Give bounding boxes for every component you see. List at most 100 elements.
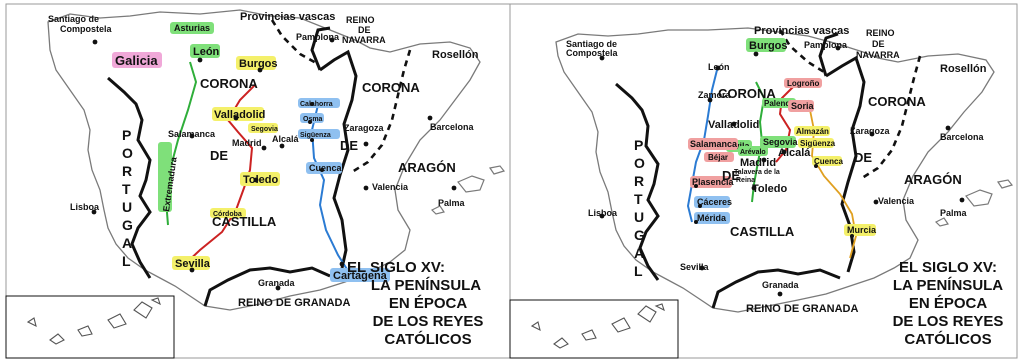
right-label-almazan: Almazán xyxy=(796,127,829,136)
left-label-alcala: Alcalá xyxy=(272,134,300,144)
left-title-line: LA PENÍNSULA xyxy=(371,277,481,294)
left-label-lisboa: Lisboa xyxy=(70,202,100,212)
right-label-leon: León xyxy=(708,62,730,72)
right-dot-sevilla xyxy=(699,265,705,271)
left-label-reino-navarra-3: NAVARRA xyxy=(342,35,386,45)
right-portugal-letter: A xyxy=(634,245,644,261)
left-label-santiago-1: Santiago de xyxy=(48,14,99,24)
left-city-dots xyxy=(91,37,457,291)
right-label-plasencia: Plasencia xyxy=(692,177,735,187)
right-highlight-salamanca xyxy=(688,138,738,150)
right-label-zaragoza: Zaragoza xyxy=(850,126,891,136)
left-dot-santiago xyxy=(92,39,98,45)
left-label-zaragoza: Zaragoza xyxy=(344,123,385,133)
left-portugal-letter: O xyxy=(122,145,133,161)
left-highlight-leon xyxy=(190,44,220,58)
left-portugal-letter: G xyxy=(122,217,133,233)
left-label-toledo: Toledo xyxy=(243,174,279,186)
left-highlight-sevilla xyxy=(172,256,210,270)
right-label-valencia: Valencia xyxy=(878,196,915,206)
right-dot-caceres xyxy=(698,204,702,208)
right-label-soria: Soria xyxy=(791,101,815,111)
left-portugal-letter: R xyxy=(122,163,132,179)
right-map: Burgos Logroño Palencia Soria Almazán Si… xyxy=(509,3,1018,359)
right-label-talavera-2: Reina xyxy=(736,177,755,184)
right-label-corona-castilla: CORONA xyxy=(718,86,776,101)
right-portugal-letter: T xyxy=(634,191,643,207)
left-portugal-vertical: P O R T U G A L xyxy=(122,127,133,269)
right-portugal-letter: G xyxy=(634,227,645,243)
right-title-line: LA PENÍNSULA xyxy=(893,277,1003,294)
right-label-siguenza: Sigüenza xyxy=(800,139,836,148)
left-canary-inset xyxy=(5,295,175,359)
left-dot-siguenza xyxy=(310,138,314,142)
left-portugal-letter: A xyxy=(122,235,132,251)
right-city-dots xyxy=(599,45,965,297)
right-highlight-soria xyxy=(788,100,814,112)
left-dot-barcelona xyxy=(427,115,433,121)
left-dot-pamplona xyxy=(329,37,335,43)
left-highlight-toledo xyxy=(240,172,280,186)
left-highlight-siguenza xyxy=(298,129,340,139)
right-portugal-letter: U xyxy=(634,209,644,225)
right-dot-toledo xyxy=(751,185,757,191)
left-label-valladolid: Valladolid xyxy=(214,109,265,121)
right-label-merida: Mérida xyxy=(697,213,727,223)
right-portugal-letter: O xyxy=(634,155,645,171)
right-label-reino-navarra-2: DE xyxy=(872,39,885,49)
left-label-barcelona: Barcelona xyxy=(430,122,475,132)
right-portugal-vertical: P O R T U G A L xyxy=(634,137,645,279)
left-label-pamplona: Pamplona xyxy=(296,32,340,42)
left-highlight-osma xyxy=(300,113,324,123)
left-label-provincias-vascas: Provincias vascas xyxy=(240,11,335,23)
right-canary-islands xyxy=(530,303,665,349)
left-dot-lisboa xyxy=(91,209,97,215)
right-label-aragon: ARAGÓN xyxy=(904,172,962,187)
left-highlight-cuenca xyxy=(306,162,342,174)
left-label-santiago-2: Compostela xyxy=(60,24,113,34)
left-highlight-cordoba xyxy=(210,208,246,218)
left-label-granada: Granada xyxy=(258,278,296,288)
right-label-logrono: Logroño xyxy=(787,79,820,88)
left-label-palma: Palma xyxy=(438,198,466,208)
right-label-provincias-vascas: Provincias vascas xyxy=(754,25,849,37)
left-label-burgos: Burgos xyxy=(239,58,278,70)
right-label-burgos: Burgos xyxy=(749,40,788,52)
left-highlight-galicia xyxy=(112,52,162,68)
left-dot-burgos xyxy=(257,67,263,73)
left-title-line: DE LOS REYES xyxy=(373,313,484,330)
right-dot-palma xyxy=(959,197,965,203)
right-highlight-segovia xyxy=(760,136,796,148)
right-highlight-burgos xyxy=(746,38,786,52)
left-canary-islands xyxy=(26,297,161,345)
right-label-de-aragon: DE xyxy=(854,150,872,165)
right-title-line: CATÓLICOS xyxy=(904,330,991,348)
right-island-mallorca xyxy=(965,189,993,207)
right-border-granada xyxy=(711,268,841,309)
right-label-lisboa: Lisboa xyxy=(588,208,618,218)
left-label-castilla: CASTILLA xyxy=(212,214,277,229)
left-title-line: CATÓLICOS xyxy=(384,330,471,348)
right-highlight-almazan xyxy=(794,126,830,136)
right-label-granada: Granada xyxy=(762,280,800,290)
right-label-reino-navarra-3: NAVARRA xyxy=(856,50,900,60)
left-highlight-extremadura xyxy=(158,142,172,212)
left-island-menorca xyxy=(489,165,506,175)
right-border-navarra xyxy=(818,32,839,77)
right-label-bejar: Béjar xyxy=(708,153,728,162)
right-route-blue xyxy=(686,65,719,223)
left-label-aragon: ARAGÓN xyxy=(398,160,456,175)
right-dot-santiago xyxy=(599,55,605,61)
right-dot-lisboa xyxy=(599,213,605,219)
right-label-salamanca: Salamanca xyxy=(690,139,738,149)
right-highlight-arevalo xyxy=(738,146,768,156)
right-dot-pamplona xyxy=(835,45,841,51)
right-label-corona-aragon: CORONA xyxy=(868,94,926,109)
left-label-de-aragon: DE xyxy=(340,138,358,153)
left-label-de-castilla: DE xyxy=(210,148,228,163)
left-dot-cartagena xyxy=(339,261,345,267)
left-portugal-letter: U xyxy=(122,199,132,215)
right-label-arevalo: Arévalo xyxy=(740,149,766,156)
left-label-osma: Osma xyxy=(303,116,323,123)
